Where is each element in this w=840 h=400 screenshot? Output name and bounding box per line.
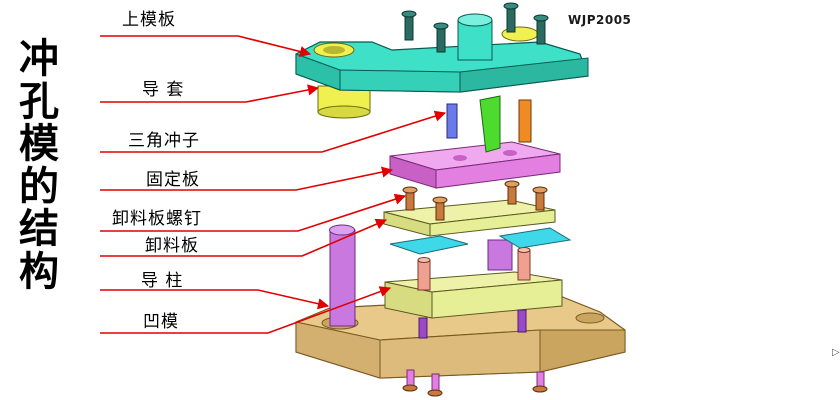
bottom-screws bbox=[402, 369, 548, 397]
label-stripper-plate: 卸料板 bbox=[145, 236, 199, 256]
title-char-2: 孔 bbox=[19, 78, 59, 125]
label-die: 凹模 bbox=[143, 312, 179, 332]
title-char-5: 结 bbox=[19, 206, 59, 252]
title-char-6: 构 bbox=[19, 248, 59, 295]
die-plate bbox=[295, 295, 626, 379]
label-fixed-plate: 固定板 bbox=[146, 170, 200, 190]
fixed-plate bbox=[389, 141, 561, 189]
title-char-1: 冲 bbox=[19, 36, 59, 82]
next-slide-icon[interactable]: ▷ bbox=[832, 347, 840, 358]
title-char-3: 模 bbox=[19, 121, 59, 167]
upper-plate bbox=[295, 13, 589, 93]
watermark-text: WJP2005 bbox=[568, 13, 632, 27]
leader-stripper-screw bbox=[100, 193, 407, 232]
guide-post-left bbox=[329, 224, 356, 327]
label-guide-bush: 导 套 bbox=[142, 80, 185, 100]
title-char-4: 的 bbox=[19, 163, 59, 210]
label-triangle-punch: 三角冲子 bbox=[128, 131, 200, 151]
label-upper-plate: 上模板 bbox=[122, 10, 176, 30]
top-screws bbox=[401, 2, 549, 53]
leader-die bbox=[100, 286, 392, 334]
leader-stripper-plate bbox=[100, 218, 388, 257]
stripper-screws bbox=[402, 180, 548, 221]
lower-pins bbox=[417, 247, 531, 291]
guide-post-right bbox=[487, 239, 513, 271]
leader-upper-plate bbox=[100, 35, 312, 57]
punches bbox=[446, 95, 532, 153]
leader-guide-bush bbox=[100, 84, 320, 103]
leader-fixed-plate bbox=[100, 166, 394, 191]
cyan-insert-plates bbox=[389, 227, 572, 255]
leader-lines bbox=[100, 35, 447, 334]
vertical-title: 冲 孔 模 的 结 构 bbox=[4, 38, 74, 293]
label-guide-post: 导 柱 bbox=[141, 271, 184, 291]
leader-triangle-punch bbox=[100, 110, 447, 153]
leader-guide-post bbox=[100, 289, 330, 310]
label-stripper-screw: 卸料板螺钉 bbox=[112, 209, 202, 229]
